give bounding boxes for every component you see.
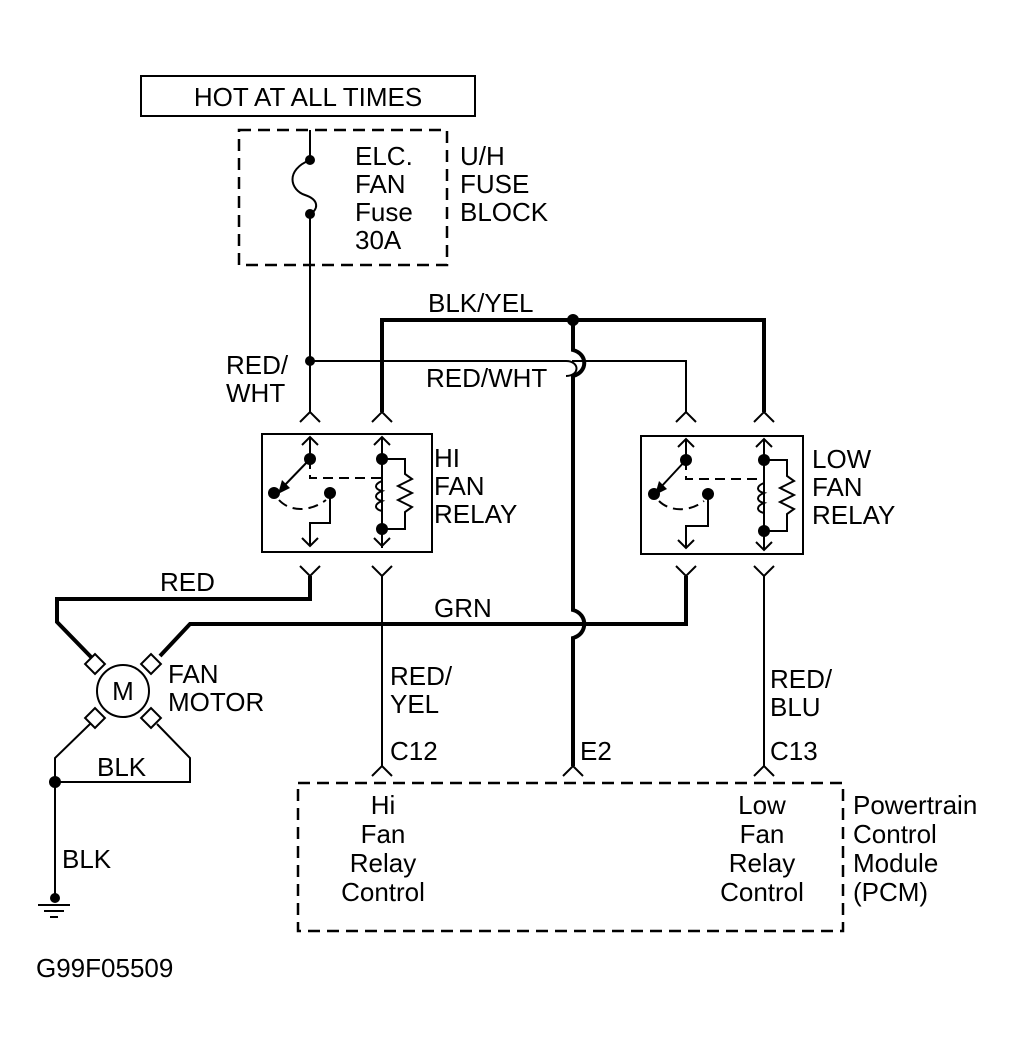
wire-label-red-yel-1: RED/ <box>390 661 453 691</box>
motor-symbol: M <box>112 676 134 706</box>
fuse-block-label-1: U/H <box>460 141 505 171</box>
fuse-block: ELC. FAN Fuse 30A U/H FUSE BLOCK <box>237 128 549 267</box>
relay-output-connectors <box>299 565 775 578</box>
pin-c13: C13 <box>770 736 818 766</box>
ground-icon <box>38 904 70 918</box>
wire-label-red-blu-2: BLU <box>770 692 821 722</box>
fuse-label-3: Fuse <box>355 197 413 227</box>
resistor-icon <box>764 459 797 532</box>
pcm-hi-control-4: Control <box>341 877 425 907</box>
pcm-label-4: (PCM) <box>853 877 928 907</box>
fuse-label-1: ELC. <box>355 141 413 171</box>
fuse-label-4: 30A <box>355 225 402 255</box>
wire-red: RED <box>55 567 312 660</box>
wire-label-blk-ground: BLK <box>62 844 112 874</box>
wire-blk-motor: BLK <box>49 723 191 788</box>
wire-label-red: RED <box>160 567 215 597</box>
low-relay-label-2: FAN <box>812 472 863 502</box>
wire-label-grn: GRN <box>434 593 492 623</box>
pin-c12: C12 <box>390 736 438 766</box>
low-fan-relay: LOW FAN RELAY <box>640 435 895 555</box>
hi-relay-label-3: RELAY <box>434 499 517 529</box>
wire-grn: GRN <box>158 576 688 658</box>
pcm-hi-control-3: Relay <box>350 848 416 878</box>
wire-label-red-wht-right: RED/WHT <box>426 363 547 393</box>
hi-relay-label-2: FAN <box>434 471 485 501</box>
relay-input-connectors <box>299 410 775 423</box>
fuse-block-label-2: FUSE <box>460 169 529 199</box>
wire-label-red-wht-left-2: WHT <box>226 378 285 408</box>
power-source-label: HOT AT ALL TIMES <box>194 82 422 112</box>
pcm-low-control-2: Fan <box>740 819 785 849</box>
pcm-low-control-1: Low <box>738 790 786 820</box>
figure-id: G99F05509 <box>36 953 173 983</box>
motor-label-2: MOTOR <box>168 687 264 717</box>
hi-relay-label-1: HI <box>434 443 460 473</box>
power-source-box: HOT AT ALL TIMES <box>140 75 476 117</box>
pcm-hi-control-2: Fan <box>361 819 406 849</box>
pcm-low-control-3: Relay <box>729 848 795 878</box>
pcm-label-2: Control <box>853 819 937 849</box>
wire-label-red-yel-2: YEL <box>390 689 439 719</box>
low-relay-label-3: RELAY <box>812 500 895 530</box>
low-relay-label-1: LOW <box>812 444 872 474</box>
wire-blk-ground: BLK <box>38 782 112 918</box>
pcm-label-3: Module <box>853 848 938 878</box>
pcm-low-control-4: Control <box>720 877 804 907</box>
pcm-label-1: Powertrain <box>853 790 977 820</box>
fuse-block-label-3: BLOCK <box>460 197 549 227</box>
fuse-icon <box>291 159 318 215</box>
relay-coil-icon <box>375 480 386 512</box>
wire-red-blu: RED/ BLU <box>763 576 833 766</box>
relay-coil-icon <box>757 482 768 514</box>
pcm-hi-control-1: Hi <box>371 790 396 820</box>
motor-label-1: FAN <box>168 659 219 689</box>
wire-label-red-wht-left-1: RED/ <box>226 350 289 380</box>
fuse-label-2: FAN <box>355 169 406 199</box>
pcm-connectors: C12 E2 C13 <box>371 736 818 777</box>
wire-label-blk-motor: BLK <box>97 752 147 782</box>
wire-blk-yel: BLK/YEL <box>380 288 766 412</box>
wire-label-red-blu-1: RED/ <box>770 664 833 694</box>
pin-e2: E2 <box>580 736 612 766</box>
wire-red-yel: RED/ YEL <box>381 576 453 766</box>
wire-label-blk-yel: BLK/YEL <box>428 288 534 318</box>
pcm-module: Hi Fan Relay Control Low Fan Relay Contr… <box>296 781 977 933</box>
hi-fan-relay: HI FAN RELAY <box>261 433 517 553</box>
wire-e2 <box>571 320 587 766</box>
resistor-icon <box>382 458 415 530</box>
fan-motor: M FAN MOTOR <box>83 652 264 730</box>
wire-red-wht: RED/ WHT RED/WHT <box>226 214 687 412</box>
